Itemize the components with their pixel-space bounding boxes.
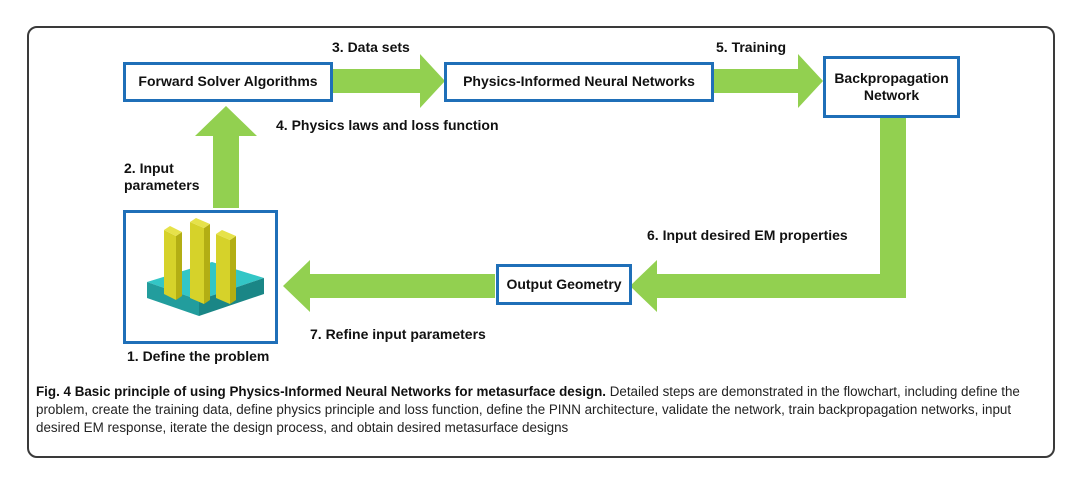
- step-3-label: 3. Data sets: [332, 39, 410, 55]
- caption-body: Detailed steps are demonstrated in the f…: [36, 384, 1020, 436]
- metasurface-illustration: [147, 218, 264, 316]
- step-5-label: 5. Training: [716, 39, 787, 55]
- pinn-box: Physics-Informed Neural Networks: [444, 62, 714, 102]
- step-7-label: 7. Refine input parameters: [310, 326, 486, 342]
- step-1-label: 1. Define the problem: [127, 348, 270, 364]
- step-6-label: 6. Input desired EM properties: [647, 227, 848, 243]
- caption-title: Fig. 4 Basic principle of using Physics-…: [36, 384, 606, 399]
- arrow-training: [714, 54, 823, 108]
- pinn-label: Physics-Informed Neural Networks: [463, 73, 695, 90]
- arrow-input-parameters: [195, 106, 257, 208]
- backprop-label-line1: Backpropagation: [834, 69, 949, 86]
- output-geometry-box: Output Geometry: [496, 264, 632, 305]
- arrow-refine-input: [283, 260, 495, 312]
- step-2-label-line2: parameters: [124, 177, 200, 193]
- backprop-box: Backpropagation Network: [823, 56, 960, 118]
- step-2-label-line1: 2. Input: [124, 160, 174, 176]
- arrow-input-em-properties: [630, 118, 906, 312]
- problem-box: [123, 210, 278, 344]
- figure-caption: Fig. 4 Basic principle of using Physics-…: [36, 383, 1048, 438]
- forward-solver-box: Forward Solver Algorithms: [123, 62, 333, 102]
- arrow-data-sets: [333, 54, 445, 108]
- backprop-label-line2: Network: [863, 87, 920, 103]
- step-4-label: 4. Physics laws and loss function: [276, 117, 499, 133]
- output-geometry-label: Output Geometry: [506, 275, 622, 292]
- forward-solver-label: Forward Solver Algorithms: [138, 73, 318, 90]
